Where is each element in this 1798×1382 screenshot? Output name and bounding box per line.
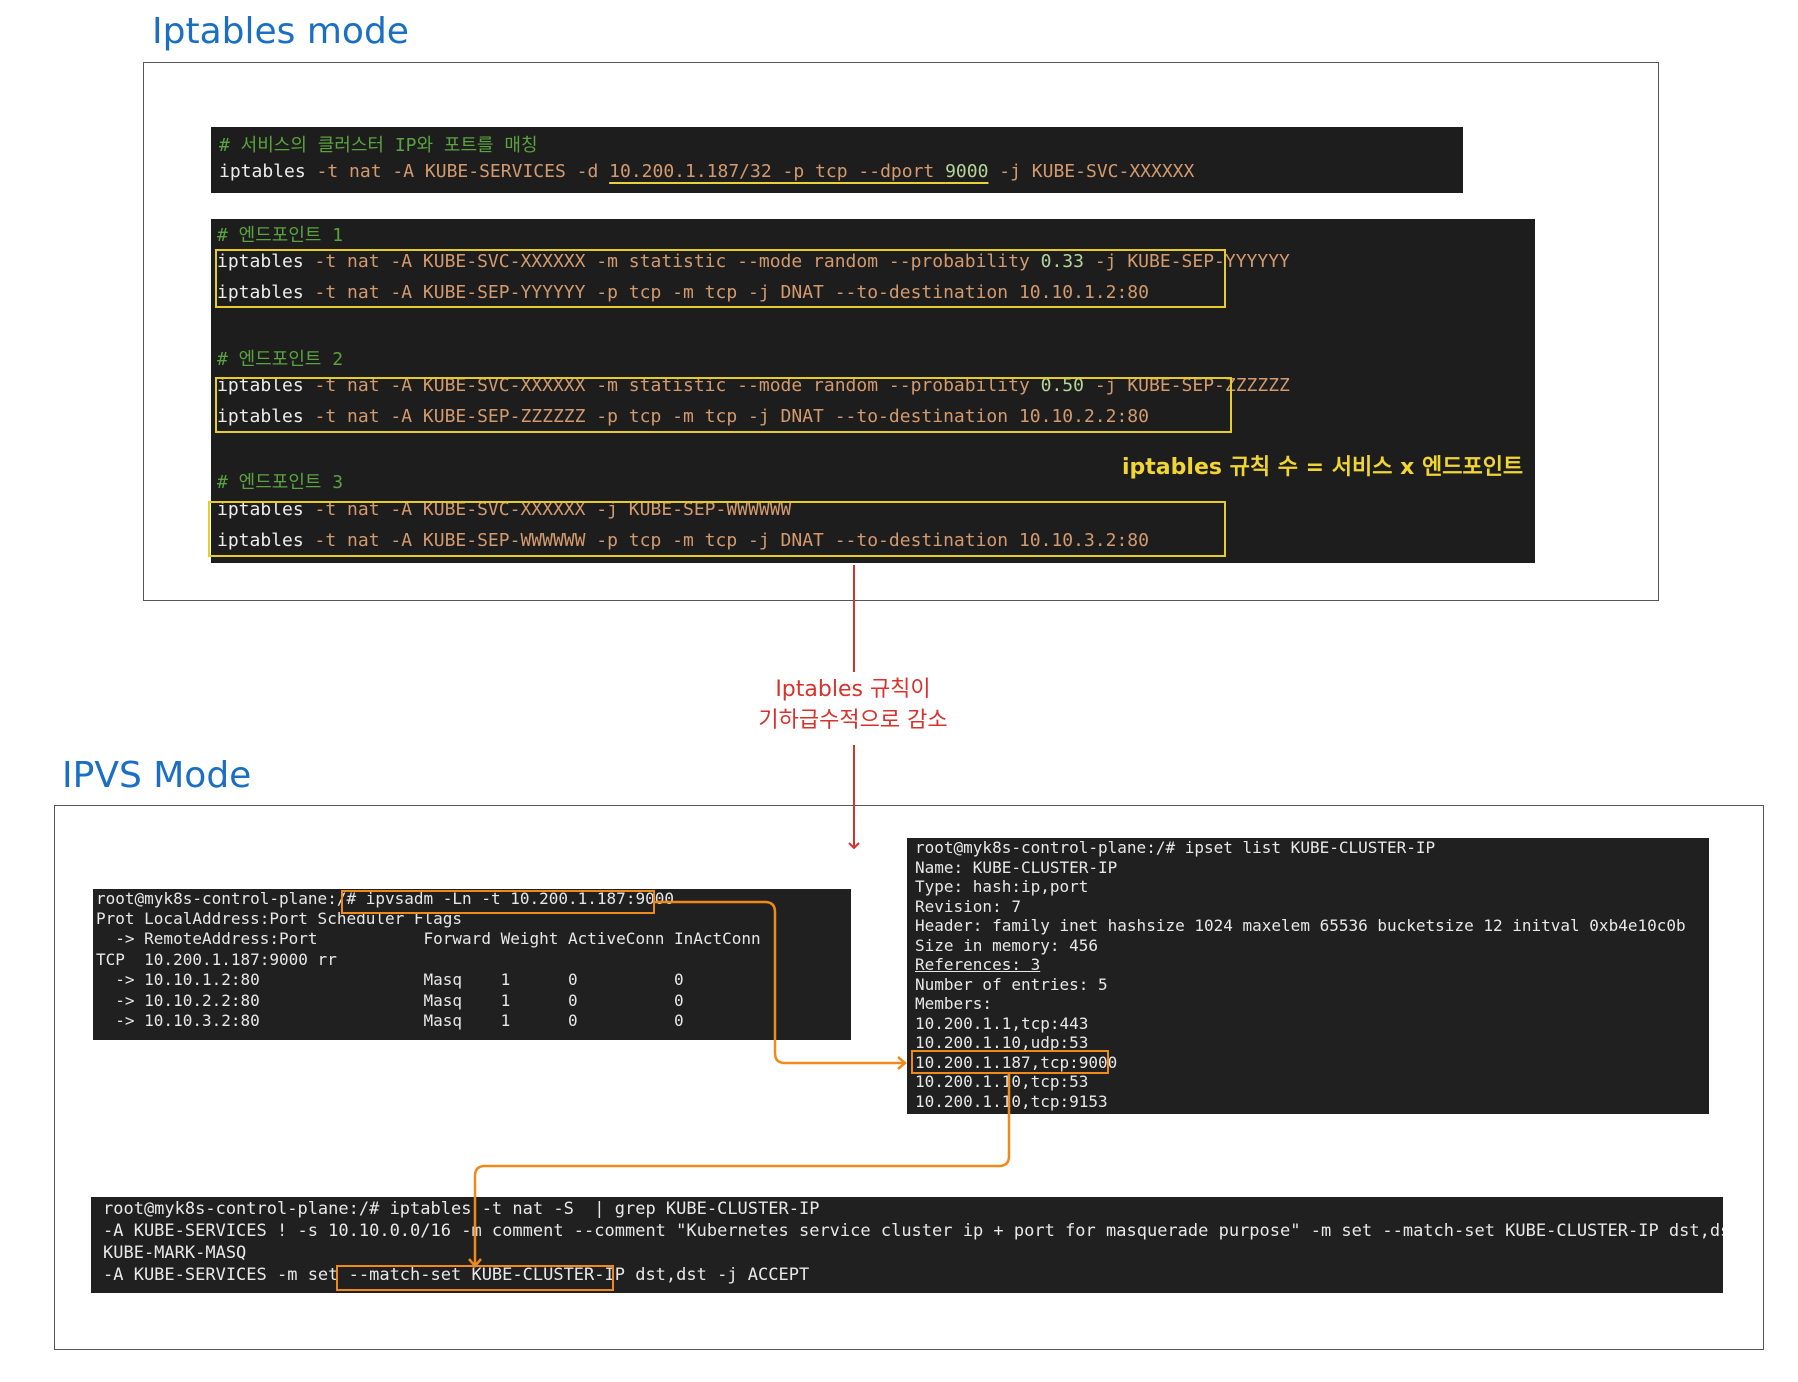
grep-output-line: -A KUBE-SERVICES -m set --match-set KUBE… xyxy=(103,1265,810,1285)
endpoint-2-sep-rule: iptables -t nat -A KUBE-SEP-ZZZZZZ -p tc… xyxy=(217,406,1149,427)
endpoint-2-comment: # 엔드포인트 2 xyxy=(217,349,344,370)
rule-count-note: iptables 규칙 수 = 서비스 x 엔드포인트 xyxy=(1122,455,1524,480)
cmd-part: -t nat -A KUBE-SERVICES -d xyxy=(305,161,610,182)
cmd-keyword: iptables xyxy=(217,406,304,427)
ipvsadm-output-line: -> 10.10.2.2:80 Masq 1 0 0 xyxy=(96,991,684,1010)
grep-output-line: KUBE-MARK-MASQ xyxy=(103,1243,247,1263)
service-rule-comment: # 서비스의 클러스터 IP와 포트를 매칭 xyxy=(219,135,538,156)
cmd-match-part: 10.200.1.187/32 -p tcp --dport xyxy=(609,161,946,182)
endpoint-2-svc-rule: iptables -t nat -A KUBE-SVC-XXXXXX -m st… xyxy=(217,375,1290,396)
cmd-part: -j KUBE-SEP-ZZZZZZ xyxy=(1083,375,1290,396)
endpoint-1-sep-rule: iptables -t nat -A KUBE-SEP-YYYYYY -p tc… xyxy=(217,282,1149,303)
ipset-output-line: Type: hash:ip,port xyxy=(915,877,1089,896)
cmd-part: -t nat -A KUBE-SVC-XXXXXX -j KUBE-SEP-WW… xyxy=(303,499,792,520)
orange-arrow-ipset-to-grep xyxy=(468,1074,1011,1268)
cmd-keyword: iptables xyxy=(217,375,304,396)
ipset-output-line: References: 3 xyxy=(915,955,1041,974)
cmd-keyword: iptables xyxy=(219,161,306,182)
cmd-keyword: iptables xyxy=(217,282,304,303)
orange-arrow-ipvsadm-to-ipset xyxy=(655,900,907,1070)
grep-prompt-line: root@myk8s-control-plane:/# iptables -t … xyxy=(103,1199,820,1219)
ipset-terminal: root@myk8s-control-plane:/# ipset list K… xyxy=(907,838,1709,1114)
ipset-member-line: 10.200.1.1,tcp:443 xyxy=(915,1013,1089,1033)
endpoint-1-highlight xyxy=(215,249,1226,308)
service-rule-command: iptables -t nat -A KUBE-SERVICES -d 10.2… xyxy=(219,161,1194,182)
iptables-mode-title: Iptables mode xyxy=(152,11,409,52)
endpoint-3-sep-rule: iptables -t nat -A KUBE-SEP-WWWWWW -p tc… xyxy=(217,530,1149,551)
cmd-part: -t nat -A KUBE-SEP-YYYYYY -p tcp -m tcp … xyxy=(303,282,1149,303)
cmd-part: -j KUBE-SEP-YYYYYY xyxy=(1083,251,1290,272)
ipvsadm-output-line: -> RemoteAddress:Port Forward Weight Act… xyxy=(96,929,761,948)
ipset-member-line: 10.200.1.10,udp:53 xyxy=(915,1033,1089,1052)
ipvsadm-output-line: -> 10.10.1.2:80 Masq 1 0 0 xyxy=(96,970,684,989)
cmd-match-port: 9000 xyxy=(945,161,989,182)
endpoint-3-svc-rule: iptables -t nat -A KUBE-SVC-XXXXXX -j KU… xyxy=(217,499,791,520)
endpoint-3-highlight xyxy=(208,501,1226,557)
cmd-part: -j KUBE-SVC-XXXXXX xyxy=(988,161,1195,182)
ipset-prompt-line: root@myk8s-control-plane:/# ipset list K… xyxy=(915,838,1436,857)
ipset-output-line: Size in memory: 456 xyxy=(915,935,1099,955)
ipset-output-line: Number of entries: 5 xyxy=(915,974,1108,994)
transition-note-line1: Iptables 규칙이 xyxy=(775,677,931,702)
ipvsadm-command: ipvsadm -Ln -t 10.200.1.187:9000 xyxy=(356,889,674,908)
endpoint-1-svc-rule: iptables -t nat -A KUBE-SVC-XXXXXX -m st… xyxy=(217,251,1290,272)
ipset-member-line: 10.200.1.10,tcp:53 xyxy=(915,1072,1089,1091)
endpoint-2-highlight xyxy=(215,377,1232,433)
cmd-keyword: iptables xyxy=(217,499,304,520)
grep-output-line: -A KUBE-SERVICES ! -s 10.10.0.0/16 -m co… xyxy=(103,1221,1723,1241)
shell-prompt: root@myk8s-control-plane:/# xyxy=(96,889,357,908)
ipvsadm-command-highlight xyxy=(341,890,655,914)
endpoint-3-comment: # 엔드포인트 3 xyxy=(217,472,344,493)
transition-note-line2: 기하급수적으로 감소 xyxy=(758,708,948,733)
ipvsadm-output-line: Prot LocalAddress:Port Scheduler Flags xyxy=(96,909,463,928)
cmd-keyword: iptables xyxy=(217,251,304,272)
transition-note: Iptables 규칙이 기하급수적으로 감소 xyxy=(740,674,966,736)
ipset-output-line: Members: xyxy=(915,994,993,1013)
ipset-member-highlight xyxy=(911,1050,1109,1074)
ipvsadm-terminal: root@myk8s-control-plane:/# ipvsadm -Ln … xyxy=(93,889,851,1040)
cmd-part: -t nat -A KUBE-SEP-WWWWWW -p tcp -m tcp … xyxy=(303,530,1149,551)
ipset-output-line: Name: KUBE-CLUSTER-IP xyxy=(915,857,1118,877)
ipset-member-line: 10.200.1.10,tcp:9153 xyxy=(915,1091,1108,1111)
ipvs-mode-title: IPVS Mode xyxy=(62,755,252,796)
iptables-grep-terminal: root@myk8s-control-plane:/# iptables -t … xyxy=(91,1197,1723,1293)
ipset-output-line: Revision: 7 xyxy=(915,896,1021,916)
endpoint-rules-terminal: # 엔드포인트 1 iptables -t nat -A KUBE-SVC-XX… xyxy=(211,219,1535,563)
probability-value: 0.33 xyxy=(1040,251,1084,272)
cmd-part: -t nat -A KUBE-SVC-XXXXXX -m statistic -… xyxy=(303,375,1041,396)
cmd-part: -t nat -A KUBE-SVC-XXXXXX -m statistic -… xyxy=(303,251,1041,272)
cmd-keyword: iptables xyxy=(217,530,304,551)
ipvsadm-prompt-line: root@myk8s-control-plane:/# ipvsadm -Ln … xyxy=(96,889,674,908)
ipvsadm-output-line: -> 10.10.3.2:80 Masq 1 0 0 xyxy=(96,1011,684,1030)
ipset-output-line: Header: family inet hashsize 1024 maxele… xyxy=(915,916,1686,935)
ipset-member-line: 10.200.1.187,tcp:9000 xyxy=(915,1052,1118,1072)
cmd-part: -t nat -A KUBE-SEP-ZZZZZZ -p tcp -m tcp … xyxy=(303,406,1149,427)
endpoint-1-comment: # 엔드포인트 1 xyxy=(217,225,344,246)
service-rule-terminal: # 서비스의 클러스터 IP와 포트를 매칭 iptables -t nat -… xyxy=(211,127,1463,193)
probability-value: 0.50 xyxy=(1040,375,1084,396)
ipvsadm-output-line: TCP 10.200.1.187:9000 rr xyxy=(96,950,337,969)
